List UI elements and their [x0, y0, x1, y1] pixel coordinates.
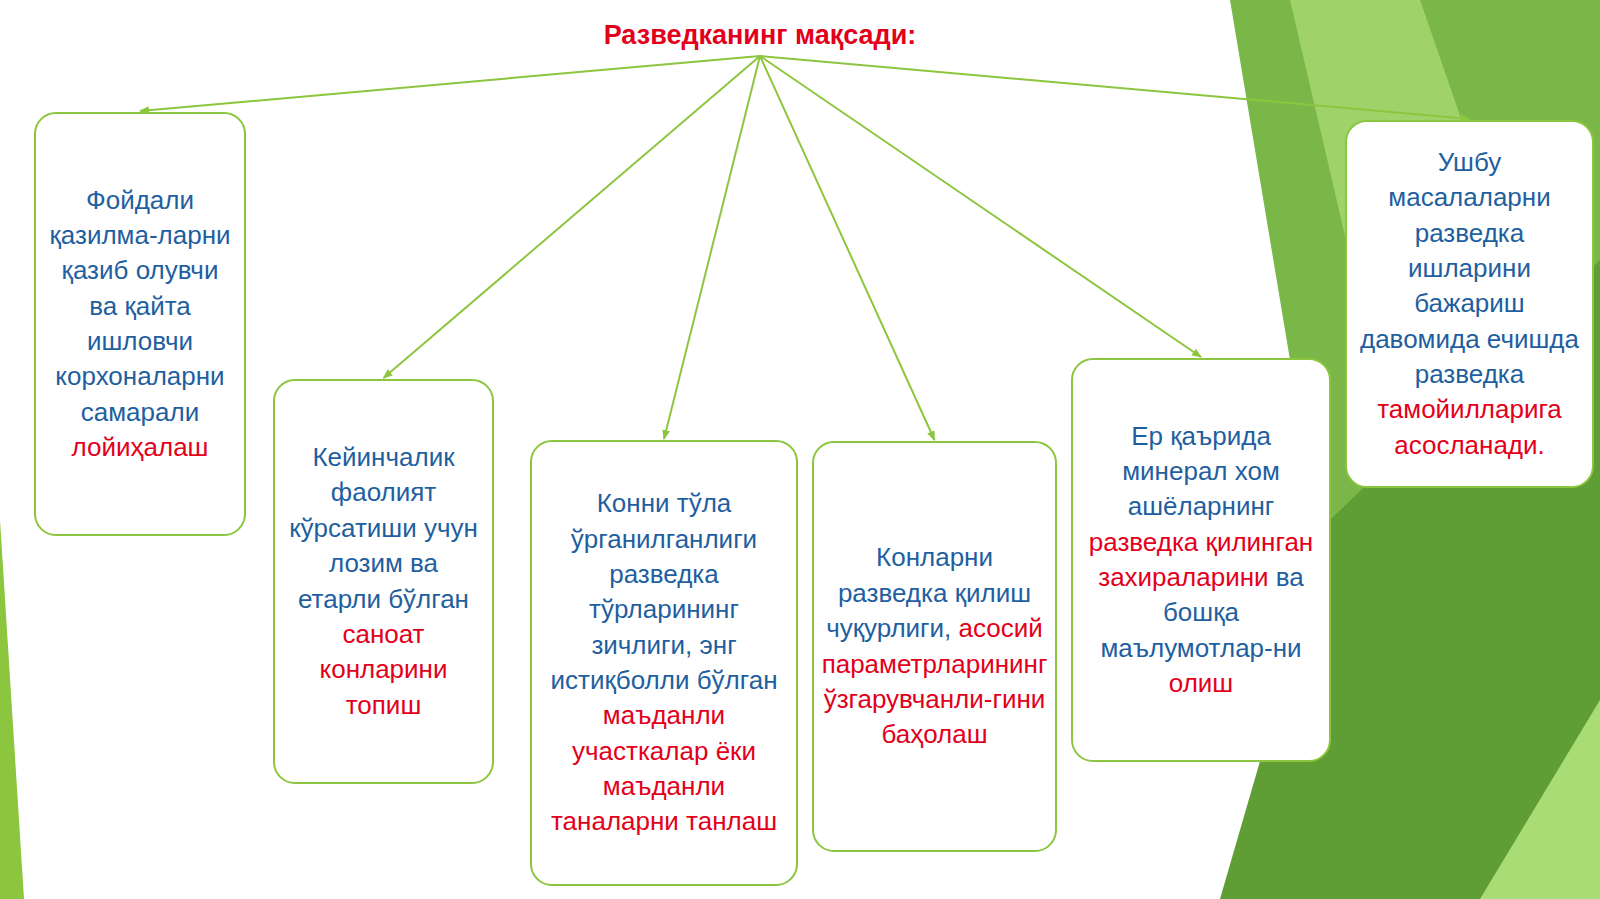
box-paragraph: Кейинчалик фаолият кўрсатиши учун лозим … [285, 440, 482, 723]
goal-box: Кейинчалик фаолият кўрсатиши учун лозим … [273, 379, 494, 784]
goal-box: Ушбу масалаларни разведка ишларини бажар… [1345, 120, 1594, 488]
leader-line [384, 56, 760, 378]
green-band [1480, 700, 1600, 899]
title-box: Разведканинг мақсади: [0, 20, 1520, 51]
goal-box: Ер қаърида минерал хом ашёларнинг развед… [1071, 358, 1331, 762]
leader-line [760, 56, 1201, 357]
goal-box: Конларни разведка қилиш чуқурлиги, асоси… [812, 441, 1057, 852]
box-paragraph: Конни тўла ўрганилганлиги разведка тўрла… [542, 486, 786, 840]
highlight-text: лойиҳалаш [72, 432, 209, 462]
box-paragraph: Фойдали қазилма-ларни қазиб олувчи ва қа… [46, 183, 234, 466]
box-text: Ер қаърида минерал хом ашёларнинг [1122, 421, 1280, 522]
highlight-text: олиш [1169, 668, 1233, 698]
box-text: Конни тўла ўрганилганлиги разведка тўрла… [551, 488, 778, 695]
diagram-title: Разведканинг мақсади: [600, 20, 921, 50]
leader-line [760, 56, 935, 440]
leader-line [140, 56, 760, 111]
goal-box: Фойдали қазилма-ларни қазиб олувчи ва қа… [34, 112, 246, 536]
highlight-text: тамойилларига асосланади. [1377, 394, 1562, 459]
goal-box: Конни тўла ўрганилганлиги разведка тўрла… [530, 440, 798, 886]
box-paragraph: Ер қаърида минерал хом ашёларнинг развед… [1083, 419, 1319, 702]
highlight-text: маъданли участкалар ёки маъданли таналар… [551, 700, 777, 836]
box-text: Ушбу масалаларни разведка ишларини бажар… [1360, 147, 1579, 389]
box-paragraph: Конларни разведка қилиш чуқурлиги, асоси… [822, 540, 1048, 752]
leader-line [760, 56, 1470, 119]
box-text: Фойдали қазилма-ларни қазиб олувчи ва қа… [49, 185, 230, 427]
box-text: Кейинчалик фаолият кўрсатиши учун лозим … [289, 442, 478, 613]
highlight-text: саноат конларини топиш [320, 619, 448, 720]
box-paragraph: Ушбу масалаларни разведка ишларини бажар… [1357, 145, 1582, 463]
leader-line [664, 56, 760, 439]
green-band [0, 520, 24, 899]
